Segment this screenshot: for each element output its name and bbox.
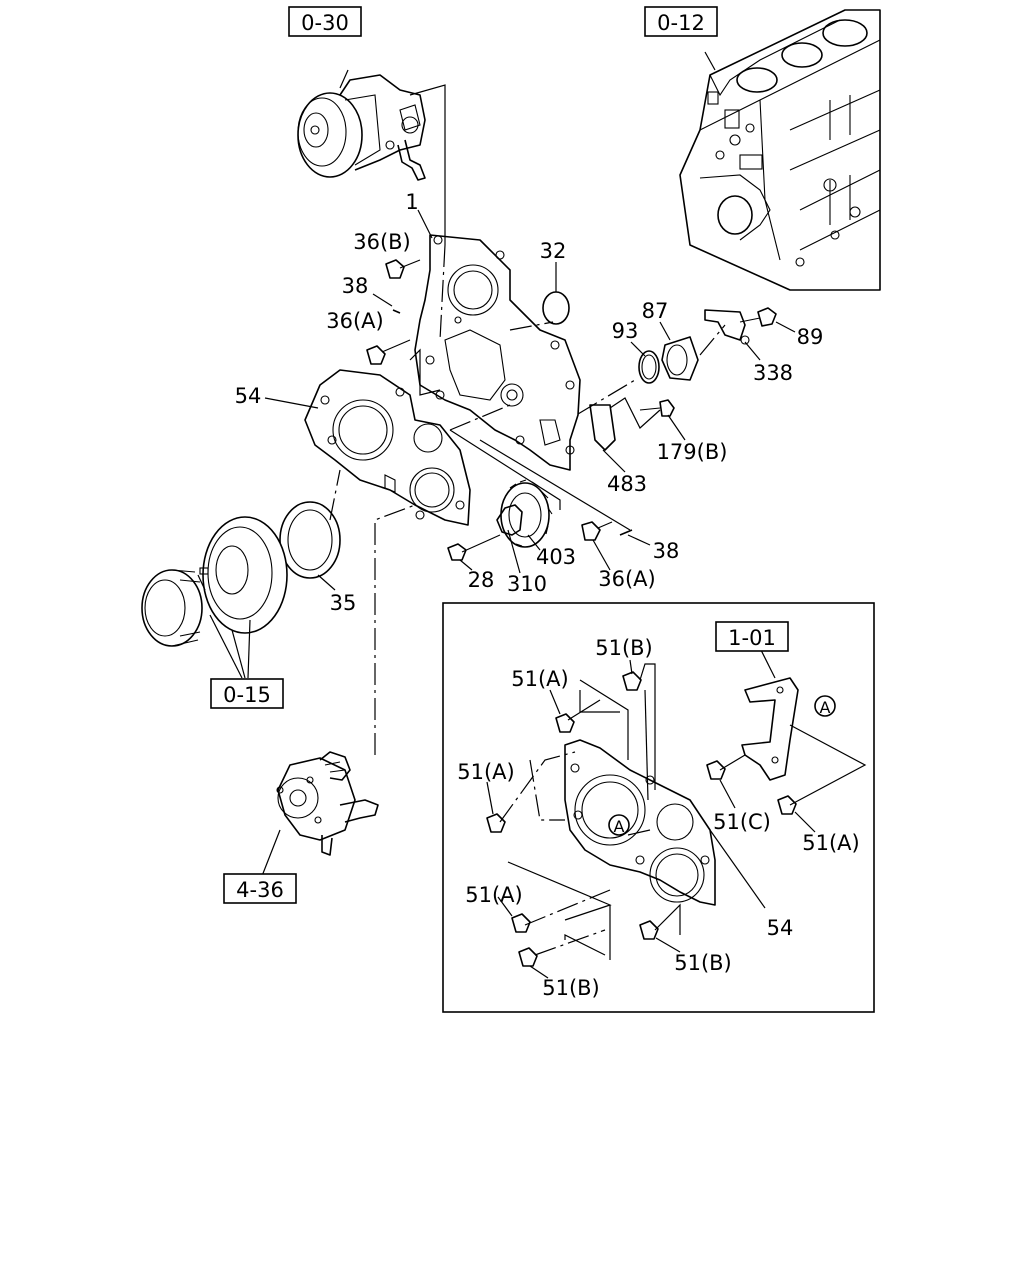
label-part-310: 310 (507, 572, 547, 596)
label-part-36b: 36(B) (353, 230, 411, 254)
front-cover-part-1 (414, 234, 581, 471)
o-ring-part-32 (542, 291, 570, 325)
pin-part-38-top (392, 309, 401, 314)
marker-a-circle-bracket (814, 695, 836, 717)
thrust-plate-part-310 (496, 504, 523, 536)
label-part-403: 403 (536, 545, 576, 569)
bolt-part-36a-bottom (581, 521, 613, 541)
plate-part-54-main (304, 369, 471, 526)
air-compressor-drawing (297, 74, 426, 181)
inset-label-51c: 51(C) (713, 810, 771, 834)
bolt-part-89 (739, 307, 777, 327)
marker-a-circle-plate (608, 814, 630, 836)
inset-label-51a-2: 51(A) (457, 760, 514, 784)
ref-box-1-01 (715, 621, 789, 652)
engine-block-drawing (679, 9, 881, 291)
bolt-part-36a-top (366, 339, 411, 365)
inset-label-51a-1: 51(A) (511, 667, 568, 691)
ref-box-0-30: 0-30 (288, 6, 362, 37)
bolt-part-28 (447, 534, 501, 561)
marker-a-bracket: A (820, 698, 831, 717)
marker-a-plate: A (614, 817, 625, 836)
label-part-338: 338 (753, 361, 793, 385)
label-part-36a-bottom: 36(A) (598, 567, 655, 591)
oil-seal-part-35 (279, 501, 341, 579)
ref-box-0-12: 0-12 (644, 6, 718, 37)
label-part-89: 89 (797, 325, 824, 349)
bolt-part-36b (385, 259, 421, 279)
label-part-38-top: 38 (342, 274, 369, 298)
part-labels-main: 1 36(B) 38 36(A) 54 32 93 87 89 338 179(… (235, 190, 824, 615)
label-part-93: 93 (612, 319, 639, 343)
o-ring-part-93 (638, 350, 660, 384)
assembly-lines-main (197, 84, 726, 755)
label-part-28: 28 (468, 568, 495, 592)
ref-label-1-01: 1-01 (728, 626, 776, 650)
label-part-54: 54 (235, 384, 262, 408)
inset-label-51a-4: 51(A) (465, 883, 522, 907)
ref-box-4-36: 4-36 (223, 873, 297, 904)
label-part-32: 32 (540, 239, 567, 263)
power-steering-pump-drawing (276, 751, 379, 856)
leader-lines (209, 51, 796, 877)
inset-frame (442, 602, 875, 1013)
crankshaft-pulley-drawing (141, 516, 288, 647)
ref-label-0-12: 0-12 (657, 11, 705, 35)
inset-label-51b-top: 51(B) (595, 636, 653, 660)
label-part-38-bottom: 38 (653, 539, 680, 563)
ref-box-0-15: 0-15 (210, 678, 284, 709)
pin-part-38-bottom (619, 529, 633, 536)
label-part-35: 35 (330, 591, 357, 615)
ref-label-0-15: 0-15 (223, 683, 271, 707)
label-part-483: 483 (607, 472, 647, 496)
inset-label-51a-3: 51(A) (802, 831, 859, 855)
bracket-part-483 (589, 404, 616, 451)
bushing-part-87 (661, 336, 699, 381)
ref-label-4-36: 4-36 (236, 878, 284, 902)
inset-detail-panel: 1-01 A A 51(B) 51(A) 51(A) 51(C) 51(A) 5… (442, 602, 875, 1013)
label-part-1: 1 (405, 190, 418, 214)
inset-label-51b-mid: 51(B) (674, 951, 732, 975)
label-part-87: 87 (642, 299, 669, 323)
bolt-part-179b (639, 399, 675, 417)
label-part-36a-top: 36(A) (326, 309, 383, 333)
label-part-179b: 179(B) (657, 440, 728, 464)
inset-label-51b-bot: 51(B) (542, 976, 600, 1000)
ref-label-0-30: 0-30 (301, 11, 349, 35)
inset-label-54: 54 (767, 916, 794, 940)
bracket-part-338 (704, 309, 750, 345)
